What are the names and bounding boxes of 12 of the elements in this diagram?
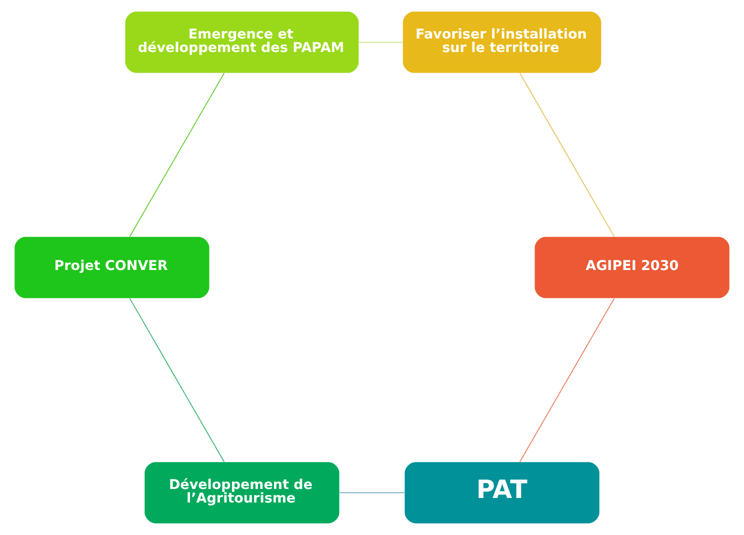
connector (129, 72, 225, 238)
node-box: Favoriser l’installation sur le territoire (402, 12, 602, 73)
node-box: AGIPEI 2030 (534, 236, 730, 298)
node-box: Projet CONVER (14, 236, 210, 298)
connector (358, 42, 404, 43)
connector (519, 298, 615, 462)
node-box: Développement de l’Agritourisme (144, 462, 340, 524)
connector (129, 298, 225, 462)
connector (519, 72, 615, 238)
connector (339, 492, 405, 494)
node-box: PAT (404, 462, 600, 524)
node-box: Emergence et développement des PAPAM (125, 12, 359, 73)
